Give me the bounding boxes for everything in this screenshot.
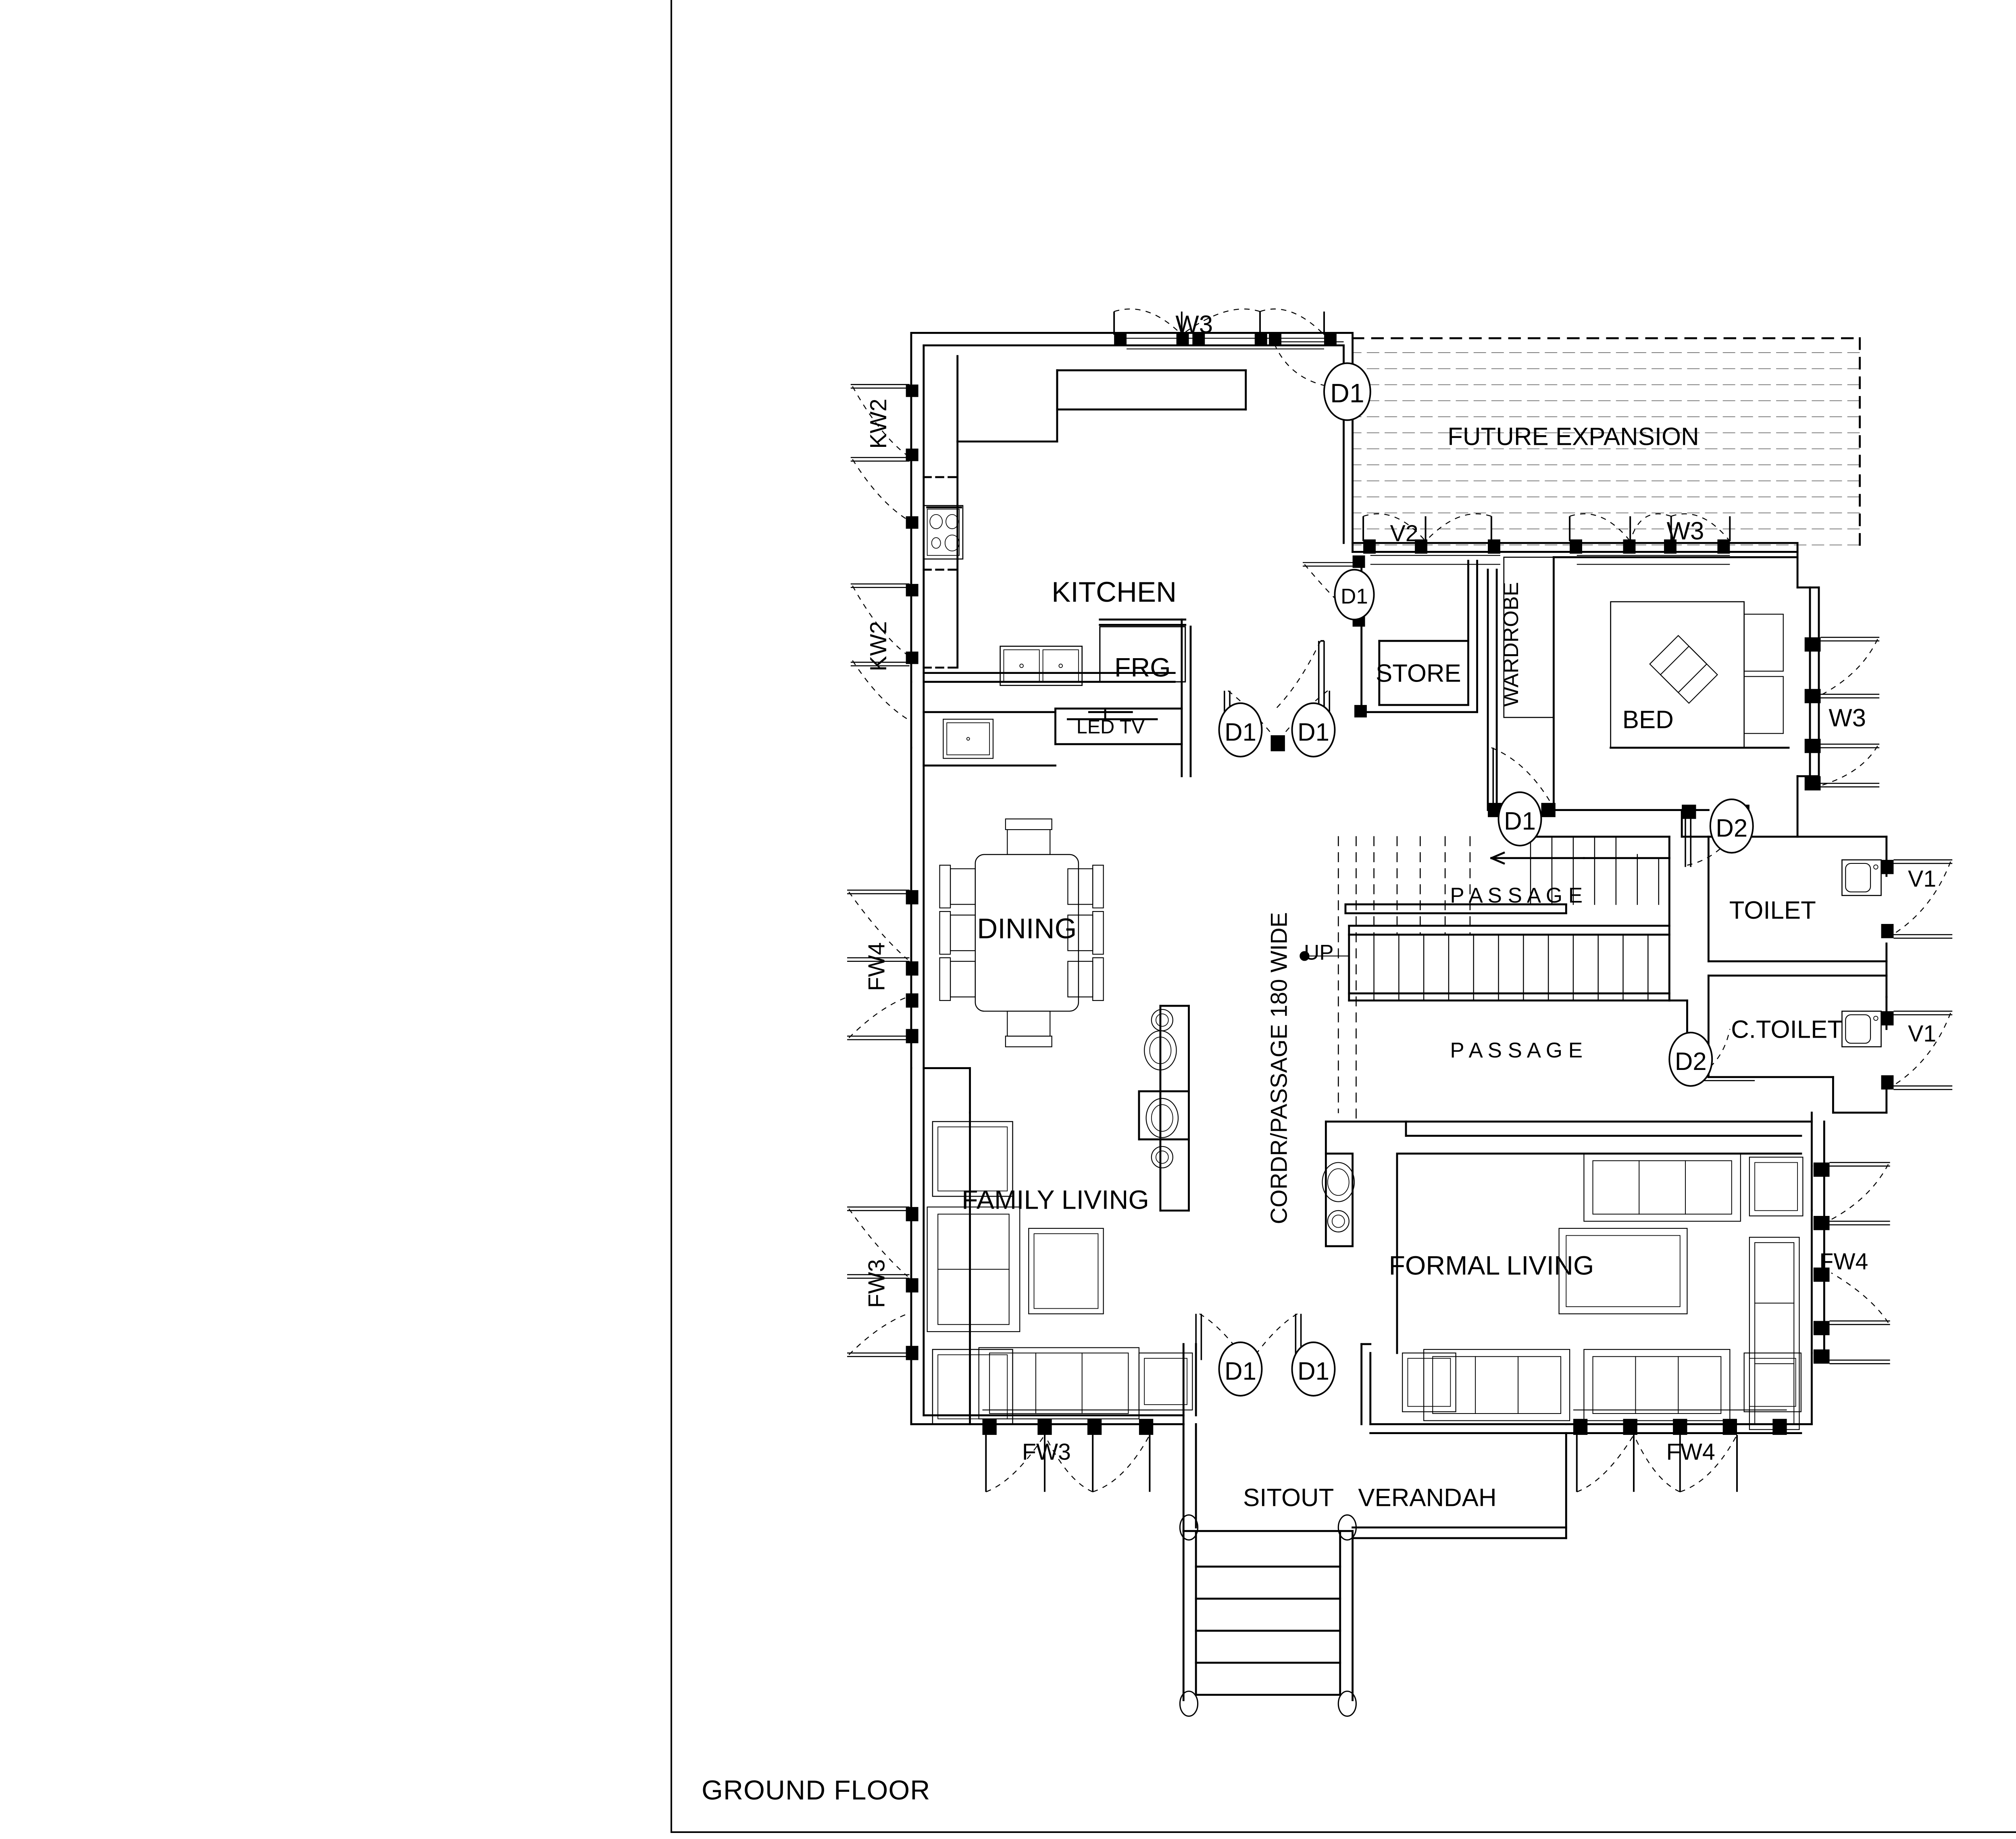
window-tag-v1-c-toilet: V1 (1908, 1021, 1936, 1047)
room-label-c-toilet: C.TOILET (1731, 1016, 1843, 1044)
svg-text:D1: D1 (1225, 1357, 1256, 1385)
door-tag-d1-kitchen-top[interactable]: D1 (1323, 362, 1371, 421)
window-tag-kw2-lower: KW2 (866, 621, 891, 671)
room-label-sitout: SITOUT (1243, 1484, 1334, 1512)
sheet-border-frame (671, 0, 2016, 1833)
door-tag-d1-sitout-right[interactable]: D1 (1291, 1341, 1336, 1397)
window-tag-group: W3 W3 W3 V2 V1 V1 KW2 KW2 FW4 FW3 FW3 FW… (864, 311, 1936, 1465)
room-label-kitchen: KITCHEN (1052, 576, 1177, 608)
room-label-corridor: CORDR/PASSAGE 180 WIDE (1266, 912, 1292, 1224)
window-tag-w3-bedroom-top: W3 (1667, 517, 1704, 545)
svg-text:D1: D1 (1297, 718, 1329, 746)
appliance-label-led-tv: LED TV (1077, 716, 1145, 738)
door-tag-d2-c-toilet[interactable]: D2 (1668, 1032, 1713, 1087)
room-label-wardrobe: WARDROBE (1499, 582, 1523, 707)
window-tag-fw3-bottom: FW3 (1022, 1439, 1071, 1465)
appliance-label-fridge: FRG (1114, 653, 1171, 682)
room-label-dining: DINING (977, 912, 1077, 944)
wall-outline (910, 332, 1888, 1717)
svg-text:D1: D1 (1504, 807, 1536, 835)
room-label-toilet: TOILET (1729, 897, 1816, 924)
room-label-passage-lower: P A S S A G E (1450, 1038, 1583, 1062)
room-label-formal-living: FORMAL LIVING (1389, 1251, 1594, 1281)
window-tag-fw4-dining: FW4 (864, 942, 890, 991)
door-tag-d1-store-top[interactable]: D1 (1334, 569, 1375, 621)
door-tag-d1-sitout-left[interactable]: D1 (1218, 1341, 1263, 1397)
window-tag-v2: V2 (1390, 521, 1418, 546)
svg-text:D1: D1 (1330, 379, 1364, 409)
room-label-store: STORE (1376, 660, 1461, 688)
window-tag-w3-top: W3 (1175, 311, 1213, 338)
window-tag-v1-toilet: V1 (1908, 866, 1936, 892)
svg-text:D2: D2 (1675, 1048, 1707, 1076)
room-label-passage-upper: P A S S A G E (1450, 884, 1583, 907)
svg-text:D1: D1 (1225, 718, 1256, 746)
stair-direction-label: UP (1304, 940, 1334, 964)
window-tag-fw4-right: FW4 (1819, 1249, 1868, 1274)
door-tag-d1-passage-bedroom[interactable]: D1 (1497, 791, 1542, 847)
svg-text:D2: D2 (1716, 815, 1747, 842)
room-label-future-expansion: FUTURE EXPANSION (1447, 423, 1699, 451)
room-label-family-living: FAMILY LIVING (962, 1185, 1149, 1215)
room-labels: KITCHEN FUTURE EXPANSION STORE WARDROBE … (962, 423, 1843, 1512)
window-tag-kw2-upper: KW2 (866, 398, 891, 448)
room-label-bed: BED (1622, 706, 1674, 734)
window-tag-fw3-family: FW3 (864, 1259, 890, 1308)
svg-text:D1: D1 (1297, 1357, 1329, 1385)
door-tag-d1-kitchen-passage-right[interactable]: D1 (1291, 702, 1336, 758)
door-tag-d1-kitchen-passage-left[interactable]: D1 (1218, 702, 1263, 758)
room-label-verandah: VERANDAH (1358, 1484, 1496, 1512)
page-title: GROUND FLOOR (702, 1775, 931, 1806)
door-tag-d2-toilet[interactable]: D2 (1709, 799, 1754, 854)
door-tag-group: D1 D1 D1 D1 D1 D1 (1218, 362, 1754, 1397)
window-tag-w3-bedroom-right: W3 (1829, 704, 1866, 732)
window-tag-fw4-bottom: FW4 (1666, 1439, 1715, 1465)
svg-text:D1: D1 (1341, 584, 1368, 608)
